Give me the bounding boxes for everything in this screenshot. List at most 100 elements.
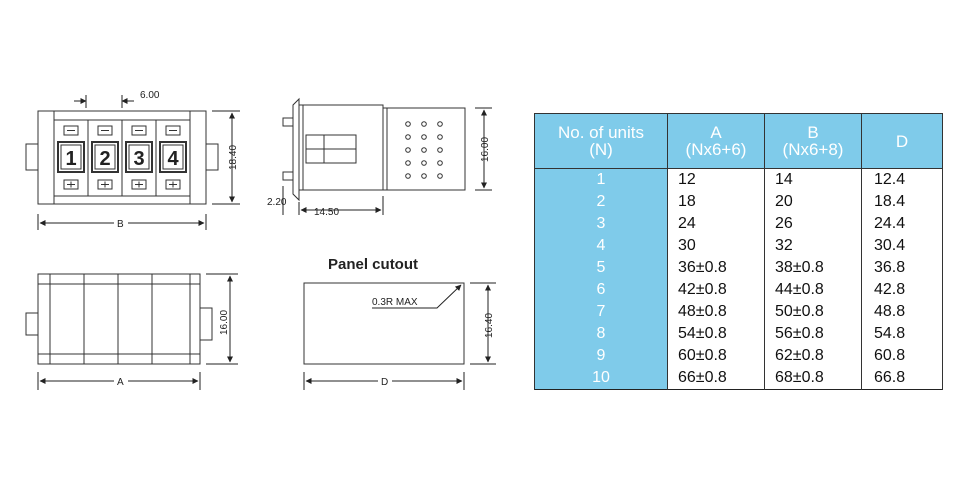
- pin-dot: [437, 160, 443, 166]
- dim-height-front: 18.40: [228, 145, 239, 170]
- cell-a: 30: [667, 235, 765, 257]
- cell-units: 1: [534, 168, 668, 191]
- digit-label: 1: [65, 148, 76, 170]
- cell-a: 36±0.8: [667, 257, 765, 279]
- side-view: [282, 97, 466, 202]
- pin-dot: [437, 121, 443, 127]
- cell-a: 66±0.8: [667, 367, 765, 390]
- back-view: [25, 273, 213, 365]
- side-dimensions: 16.00 14.50 2.20: [267, 107, 492, 218]
- cell-a: 24: [667, 213, 765, 235]
- right-clip: [205, 143, 219, 171]
- cell-b: 44±0.8: [764, 279, 862, 301]
- cell-b: 32: [764, 235, 862, 257]
- cell-units: 2: [534, 191, 668, 213]
- pin-dot: [437, 134, 443, 140]
- cell-a: 12: [667, 168, 765, 191]
- cell-d: 24.4: [861, 213, 943, 235]
- plus-button-icon: [131, 179, 147, 190]
- pin-dot: [437, 147, 443, 153]
- pin-dot: [421, 134, 427, 140]
- front-body: [37, 110, 207, 205]
- cell-b: 62±0.8: [764, 345, 862, 367]
- dim-depth: 14.50: [314, 207, 339, 218]
- cell-units: 6: [534, 279, 668, 301]
- dim-height-back: 16.00: [219, 310, 230, 335]
- cell-units: 7: [534, 301, 668, 323]
- header-d: D: [861, 113, 943, 169]
- digit-label: 4: [167, 148, 179, 170]
- minus-button-icon: [63, 125, 79, 136]
- cell-a: 60±0.8: [667, 345, 765, 367]
- cell-units: 10: [534, 367, 668, 390]
- pin-dot: [405, 160, 411, 166]
- header-units: No. of units(N): [534, 113, 668, 169]
- dim-bezel: 2.20: [267, 197, 287, 208]
- cell-units: 8: [534, 323, 668, 345]
- pin-dot: [405, 134, 411, 140]
- table-header-row: No. of units(N) A(Nx6+6) B(Nx6+8) D: [534, 113, 943, 169]
- cell-a: 18: [667, 191, 765, 213]
- minus-button-icon: [131, 125, 147, 136]
- cell-b: 68±0.8: [764, 367, 862, 390]
- digit-window: [125, 141, 153, 173]
- dim-cutout-radius: 0.3R MAX: [372, 297, 418, 308]
- cell-b: 14: [764, 168, 862, 191]
- dim-cutout-width: D: [381, 377, 388, 388]
- header-a: A(Nx6+6): [667, 113, 765, 169]
- dim-spacing: 6.00: [140, 90, 160, 101]
- cell-units: 5: [534, 257, 668, 279]
- cell-b: 20: [764, 191, 862, 213]
- cell-a: 48±0.8: [667, 301, 765, 323]
- plus-button-icon: [63, 179, 79, 190]
- pin-dot: [405, 147, 411, 153]
- cell-b: 56±0.8: [764, 323, 862, 345]
- digit-label: 2: [99, 148, 110, 170]
- cell-d: 60.8: [861, 345, 943, 367]
- dim-width-b: B: [117, 219, 124, 230]
- pin-dot: [421, 173, 427, 179]
- cell-d: 12.4: [861, 168, 943, 191]
- digit-cell: 4: [159, 125, 187, 190]
- cell-d: 30.4: [861, 235, 943, 257]
- cell-d: 54.8: [861, 323, 943, 345]
- cell-b: 26: [764, 213, 862, 235]
- pin-dot: [421, 160, 427, 166]
- front-dimensions: 6.00 18.40 B: [37, 90, 240, 230]
- pin-dot: [405, 121, 411, 127]
- pin-dot: [421, 121, 427, 127]
- cell-d: 66.8: [861, 367, 943, 390]
- digit-window: [91, 141, 119, 173]
- dim-height-side: 16.00: [480, 137, 491, 162]
- back-dimensions: 16.00 A: [37, 273, 238, 390]
- minus-button-icon: [165, 125, 181, 136]
- digit-window: [57, 141, 85, 173]
- cell-d: 36.8: [861, 257, 943, 279]
- cell-d: 42.8: [861, 279, 943, 301]
- panel-cutout: 0.3R MAX 16.40 D: [303, 282, 496, 390]
- side-clip-bottom: [282, 171, 294, 181]
- cell-a: 42±0.8: [667, 279, 765, 301]
- plus-button-icon: [165, 179, 181, 190]
- dim-cutout-height: 16.40: [484, 313, 495, 338]
- minus-button-icon: [97, 125, 113, 136]
- pin-dot: [437, 173, 443, 179]
- cell-units: 9: [534, 345, 668, 367]
- cell-b: 38±0.8: [764, 257, 862, 279]
- pin-dot: [421, 147, 427, 153]
- left-clip: [25, 143, 39, 171]
- digit-cell: 2: [91, 125, 119, 190]
- panel-cutout-title: Panel cutout: [328, 256, 418, 273]
- dim-width-a: A: [117, 377, 124, 388]
- cell-a: 54±0.8: [667, 323, 765, 345]
